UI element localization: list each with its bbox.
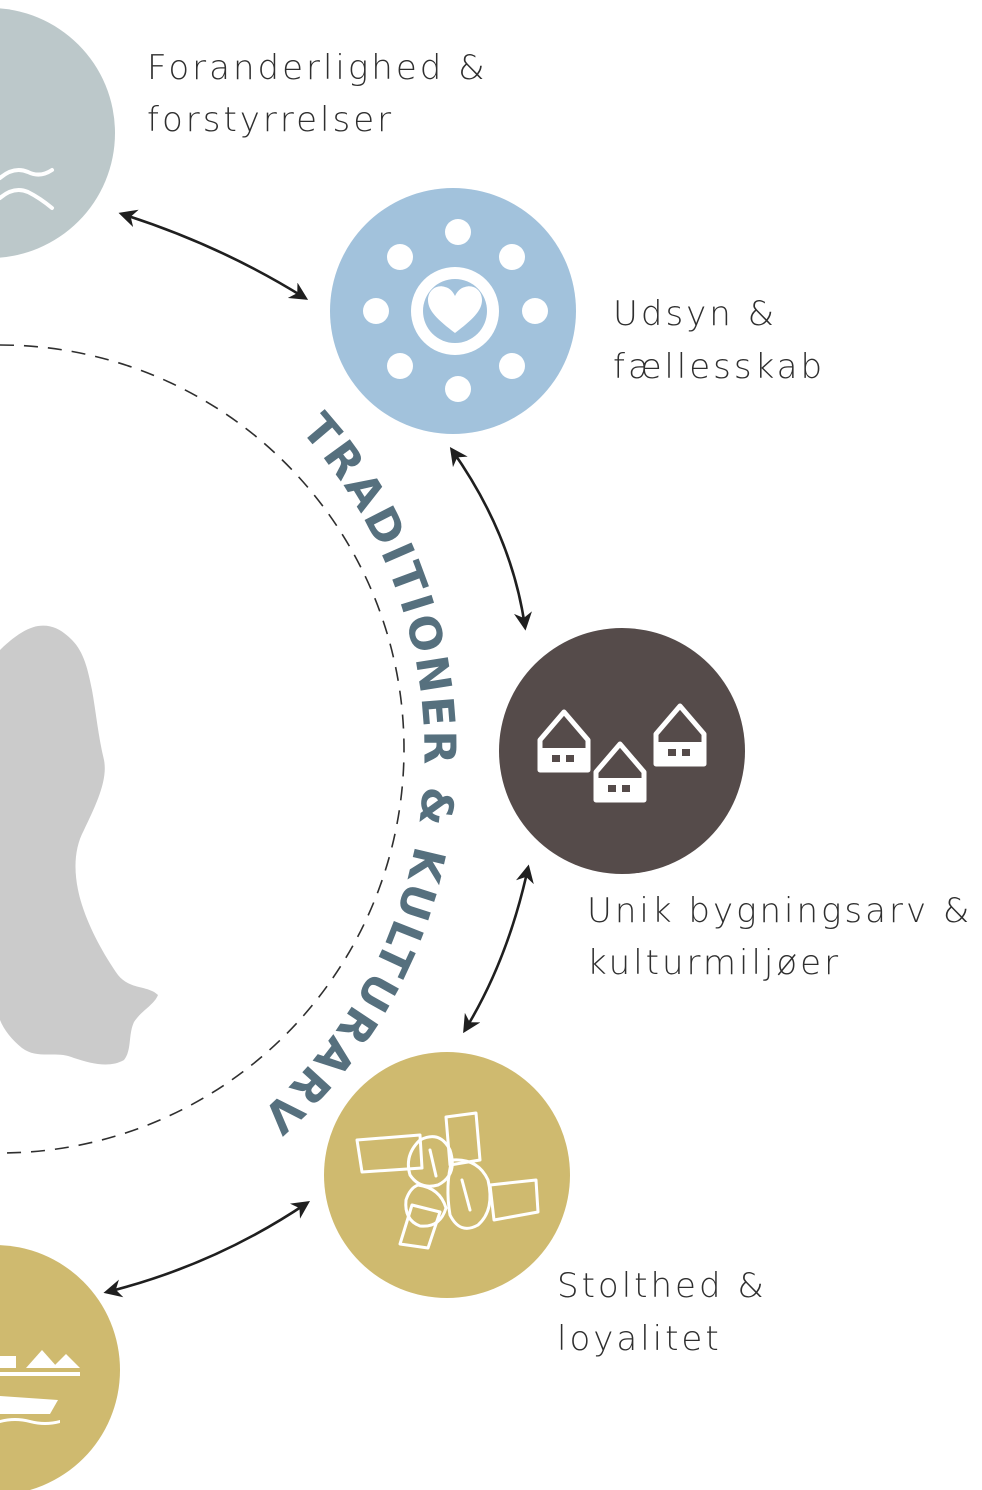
arrow-buildings-pride xyxy=(463,864,534,1034)
node-buildings-circle xyxy=(499,628,745,874)
dashed-circle-arc xyxy=(0,344,405,1154)
node-buildings: Unik bygningsarv & kulturmiljøer xyxy=(499,628,982,983)
arrow-community-buildings xyxy=(449,447,532,631)
linked-hands-icon xyxy=(355,1111,540,1250)
harbour-boat-icon xyxy=(0,1350,80,1425)
node-pride: Stolthed & loyalitet xyxy=(324,1052,781,1359)
node-community: Udsyn & fællesskab xyxy=(330,188,825,434)
node-pride-circle xyxy=(324,1052,570,1298)
arc-title: TRADITIONER & KULTURARV xyxy=(251,404,464,1145)
house-middle xyxy=(593,741,647,803)
house-right xyxy=(653,703,707,767)
houses-icon xyxy=(537,703,707,803)
node-change-label: Foranderlighed & forstyrrelser xyxy=(147,48,501,140)
arrow-change-community xyxy=(118,209,309,300)
waves-icon xyxy=(0,168,54,210)
node-change: Foranderlighed & forstyrrelser xyxy=(0,8,501,258)
node-pride-label: Stolthed & loyalitet xyxy=(557,1266,781,1359)
arrow-pride-harbour xyxy=(103,1200,311,1298)
node-harbour xyxy=(0,1245,120,1490)
node-community-label: Udsyn & fællesskab xyxy=(613,294,825,387)
island-map-shape xyxy=(0,625,158,1065)
node-buildings-label: Unik bygningsarv & kulturmiljøer xyxy=(587,891,982,983)
node-change-circle xyxy=(0,8,115,258)
house-left xyxy=(537,709,591,773)
people-circle-heart-icon xyxy=(363,219,548,402)
